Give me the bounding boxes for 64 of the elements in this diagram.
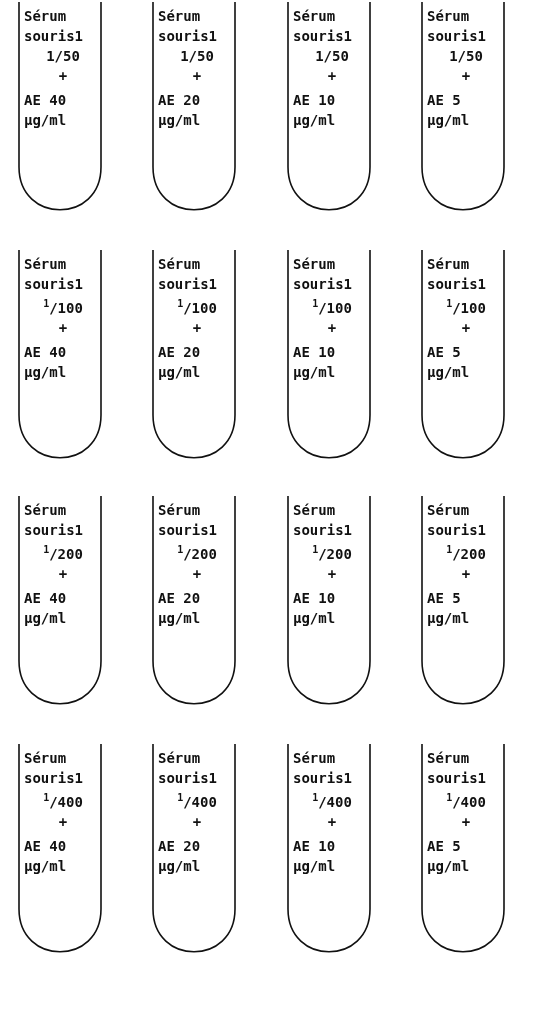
dilution-label: $^{1}$/200 — [446, 543, 486, 564]
sample-label: Sérum souris1 — [158, 7, 218, 46]
concentration-label: AE 10 µg/ml — [293, 836, 337, 876]
sample-label: Sérum souris1 — [427, 7, 487, 46]
dilution-label: 1/50 — [46, 47, 80, 66]
concentration-label: AE 10 µg/ml — [293, 91, 337, 130]
dilution-label: 1/50 — [449, 47, 483, 66]
plus-sign: + — [461, 812, 471, 832]
concentration-label: AE 5 µg/ml — [427, 91, 471, 130]
sample-label: Sérum souris1 — [158, 501, 218, 540]
plus-sign: + — [192, 564, 202, 584]
dilution-label: $^{1}$/400 — [43, 791, 83, 812]
concentration-label: AE 20 µg/ml — [158, 91, 202, 130]
dilution-label: $^{1}$/400 — [312, 791, 352, 812]
sample-label: Sérum souris1 — [158, 255, 218, 294]
concentration-label: AE 10 µg/ml — [293, 588, 337, 628]
sample-label: Sérum souris1 — [24, 255, 84, 294]
dilution-label: $^{1}$/400 — [446, 791, 486, 812]
plus-sign: + — [327, 67, 337, 86]
sample-label: Sérum souris1 — [427, 749, 487, 788]
concentration-label: AE 40 µg/ml — [24, 588, 68, 628]
plus-sign: + — [461, 564, 471, 584]
sample-label: Sérum souris1 — [293, 501, 353, 540]
concentration-label: AE 20 µg/ml — [158, 588, 202, 628]
concentration-label: AE 5 µg/ml — [427, 342, 471, 382]
dilution-label: $^{1}$/100 — [43, 297, 83, 318]
dilution-label: $^{1}$/100 — [446, 297, 486, 318]
plus-sign: + — [327, 564, 337, 584]
sample-label: Sérum souris1 — [293, 749, 353, 788]
plus-sign: + — [58, 67, 68, 86]
plus-sign: + — [461, 67, 471, 86]
sample-label: Sérum souris1 — [293, 255, 353, 294]
concentration-label: AE 40 µg/ml — [24, 91, 68, 130]
dilution-label: $^{1}$/200 — [312, 543, 352, 564]
sample-label: Sérum souris1 — [24, 749, 84, 788]
dilution-label: $^{1}$/400 — [177, 791, 217, 812]
plus-sign: + — [58, 812, 68, 832]
plus-sign: + — [58, 318, 68, 338]
sample-label: Sérum souris1 — [293, 7, 353, 46]
plus-sign: + — [327, 318, 337, 338]
plus-sign: + — [192, 812, 202, 832]
concentration-label: AE 20 µg/ml — [158, 836, 202, 876]
concentration-label: AE 5 µg/ml — [427, 836, 471, 876]
plus-sign: + — [327, 812, 337, 832]
dilution-label: $^{1}$/100 — [312, 297, 352, 318]
plus-sign: + — [58, 564, 68, 584]
concentration-label: AE 10 µg/ml — [293, 342, 337, 382]
plus-sign: + — [461, 318, 471, 338]
sample-label: Sérum souris1 — [24, 501, 84, 540]
concentration-label: AE 20 µg/ml — [158, 342, 202, 382]
plus-sign: + — [192, 67, 202, 86]
sample-label: Sérum souris1 — [158, 749, 218, 788]
dilution-label: $^{1}$/200 — [177, 543, 217, 564]
dilution-label: $^{1}$/100 — [177, 297, 217, 318]
concentration-label: AE 5 µg/ml — [427, 588, 471, 628]
plus-sign: + — [192, 318, 202, 338]
dilution-label: 1/50 — [315, 47, 349, 66]
concentration-label: AE 40 µg/ml — [24, 342, 68, 382]
concentration-label: AE 40 µg/ml — [24, 836, 68, 876]
dilution-label: $^{1}$/200 — [43, 543, 83, 564]
sample-label: Sérum souris1 — [427, 501, 487, 540]
dilution-label: 1/50 — [180, 47, 214, 66]
sample-label: Sérum souris1 — [427, 255, 487, 294]
sample-label: Sérum souris1 — [24, 7, 84, 46]
